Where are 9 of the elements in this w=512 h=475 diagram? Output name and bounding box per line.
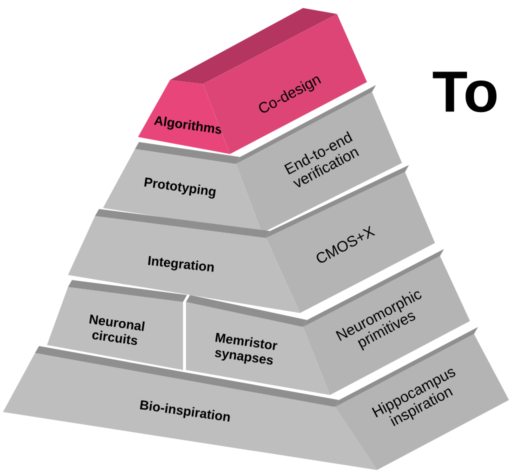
node-label: Integration [148,256,214,272]
node-label: Neuronal circuits [89,314,145,345]
pyramid-front-face: Neuronal circuits [47,280,187,370]
pyramid-front-face: Prototyping [103,142,262,233]
node-label: Bio-inspiration [140,400,230,422]
pyramid-front-face: Memristor synapses [186,295,330,395]
title: To [432,72,496,112]
node-label: Prototyping [144,178,216,199]
pyramid-front-face: Integration [68,209,300,313]
